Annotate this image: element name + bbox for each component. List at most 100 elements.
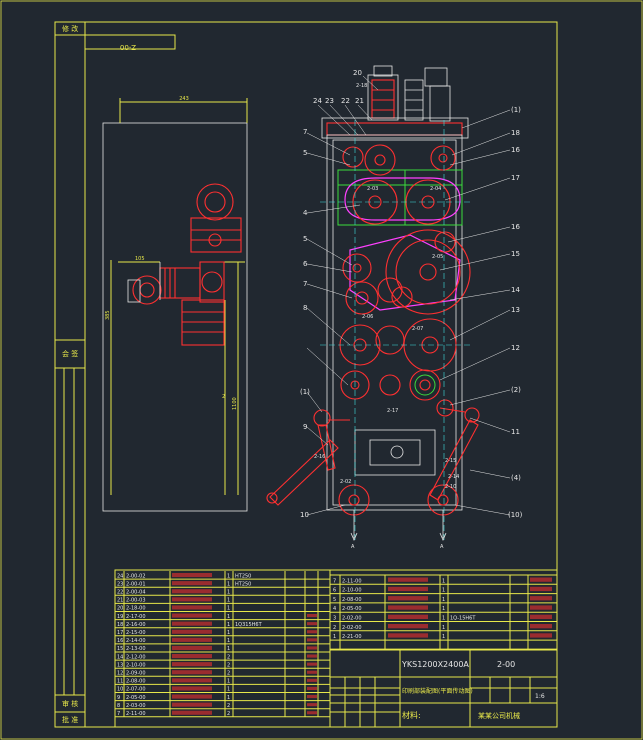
callout-r12: 12 bbox=[511, 344, 520, 352]
title-scale: 1:6 bbox=[535, 693, 545, 700]
bom-right-row-number: 1 bbox=[333, 634, 336, 640]
bom-right-row-material: 1Q-15H6T bbox=[450, 616, 476, 622]
callout-r14: 14 bbox=[511, 286, 520, 294]
bom-left-row-number: 8 bbox=[117, 703, 120, 709]
bom-left-row-material: HT250 bbox=[235, 573, 251, 579]
dim-top-width: 243 bbox=[179, 96, 189, 102]
side-label-review: 审 核 bbox=[62, 699, 78, 708]
bom-left-row-qty: 1 bbox=[227, 598, 230, 604]
bom-left-row-qty: 2 bbox=[227, 711, 230, 717]
part-2-16: 2-16 bbox=[314, 454, 325, 460]
callout-10: 10 bbox=[300, 511, 309, 519]
bom-left-row-material: 1Q315H6T bbox=[235, 622, 263, 628]
part-2-02: 2-02 bbox=[340, 479, 351, 485]
callout-22: 22 bbox=[341, 97, 350, 105]
bom-left-row-number: 21 bbox=[117, 598, 123, 604]
bom-left-row-code: 2-13-00 bbox=[126, 646, 146, 652]
bom-left-row-qty: 2 bbox=[227, 703, 230, 709]
bom-left-row-code: 2-12-00 bbox=[126, 654, 146, 660]
bom-left-row-number: 14 bbox=[117, 654, 123, 660]
bom-right-row-code: 2-10-00 bbox=[342, 588, 362, 594]
section-a-left: A bbox=[351, 544, 355, 550]
bom-left-row-code: 2-00-04 bbox=[126, 590, 146, 596]
callout-23: 23 bbox=[325, 97, 334, 105]
bom-left-row-code: 2-05-00 bbox=[126, 695, 146, 701]
bom-left-row-code: 2-10-00 bbox=[126, 662, 146, 668]
bom-left-row-qty: 1 bbox=[227, 581, 230, 587]
bom-left-row-qty: 2 bbox=[227, 671, 230, 677]
bom-left-row-code: 2-16-00 bbox=[126, 622, 146, 628]
bom-left-row-number: 23 bbox=[117, 581, 123, 587]
callout-6: 6 bbox=[303, 260, 308, 268]
bom-left-row-qty: 1 bbox=[227, 614, 230, 620]
bom-left-row-code: 2-08-00 bbox=[126, 679, 146, 685]
bom-left-row-number: 13 bbox=[117, 662, 123, 668]
part-2-14: 2-14 bbox=[448, 474, 459, 480]
bom-left-row-number: 19 bbox=[117, 614, 123, 620]
bom-left-row-number: 17 bbox=[117, 630, 123, 636]
bom-left-row-number: 7 bbox=[117, 711, 120, 717]
callout-r16b: 16 bbox=[511, 223, 520, 231]
bom-left-row-number: 18 bbox=[117, 622, 123, 628]
title-model: YKS1200X2400A bbox=[401, 660, 469, 669]
dim-left-offset: 105 bbox=[135, 256, 145, 262]
callout-20: 20 bbox=[353, 69, 362, 77]
bom-left-row-code: 2-17-00 bbox=[126, 614, 146, 620]
main-housing-outline bbox=[326, 134, 463, 511]
bom-left-row-code: 2-00-01 bbox=[126, 581, 146, 587]
bom-right-row-qty: 1 bbox=[442, 625, 445, 631]
callout-r1: (1) bbox=[511, 106, 521, 114]
callout-r4: (4) bbox=[511, 474, 521, 482]
bom-right-row-code: 2-11-00 bbox=[342, 578, 362, 584]
bom-left-row-qty: 1 bbox=[227, 622, 230, 628]
bom-right-row-qty: 1 bbox=[442, 597, 445, 603]
callout-r16a: 16 bbox=[511, 146, 520, 154]
part-2-07: 2-07 bbox=[412, 326, 423, 332]
bom-right-row-code: 2-02-00 bbox=[342, 616, 362, 622]
bom-left-row-qty: 1 bbox=[227, 573, 230, 579]
callout-5b: 5 bbox=[303, 235, 307, 243]
main-gear-train-view: 24 23 22 21 20 7 5 4 5 6 7 8 (1) 9 10 (1… bbox=[266, 65, 523, 550]
bom-right-row-code: 2-21-00 bbox=[342, 634, 362, 640]
bom-left-row-code: 2-15-00 bbox=[126, 630, 146, 636]
callout-r17: 17 bbox=[511, 174, 520, 182]
bom-left-row-qty: 1 bbox=[227, 638, 230, 644]
bom-left-row-number: 16 bbox=[117, 638, 123, 644]
title-name: 印刷部装配图(平面传动图) bbox=[402, 687, 473, 695]
bom-left-row-code: 2-00-03 bbox=[126, 598, 146, 604]
callout-r18: 18 bbox=[511, 129, 520, 137]
callout-r11: 11 bbox=[511, 428, 520, 436]
callout-7a: 7 bbox=[303, 128, 307, 136]
section-a-right: A bbox=[440, 544, 444, 550]
bom-left-row-qty: 1 bbox=[227, 590, 230, 596]
dim-vertical-3: 2 bbox=[222, 394, 225, 400]
bom-left-row-number: 15 bbox=[117, 646, 123, 652]
bom-right-row-number: 4 bbox=[333, 606, 336, 612]
bom-right-row-qty: 1 bbox=[442, 578, 445, 584]
title-material-label: 材料: bbox=[402, 710, 421, 720]
callout-1l: (1) bbox=[300, 388, 310, 396]
bom-left-row-number: 11 bbox=[117, 679, 123, 685]
bom-right-row-number: 7 bbox=[333, 578, 336, 584]
part-2-06: 2-06 bbox=[362, 314, 373, 320]
bom-right-row-qty: 1 bbox=[442, 616, 445, 622]
bom-left-row-number: 10 bbox=[117, 687, 123, 693]
bom-left-row-code: 2-11-00 bbox=[126, 711, 146, 717]
part-2-10: 2-10 bbox=[445, 484, 456, 490]
bom-right-row-number: 3 bbox=[333, 616, 336, 622]
title-drawing-number: 2-00 bbox=[497, 660, 515, 669]
callout-7b: 7 bbox=[303, 280, 307, 288]
left-side-view: 243 105 385 1100 2 bbox=[102, 96, 248, 512]
side-label-revise: 修 改 bbox=[62, 24, 78, 33]
bom-left-row-material: HT250 bbox=[235, 581, 251, 587]
title-company: 某某公司机械 bbox=[478, 711, 520, 720]
bom-right-row-qty: 1 bbox=[442, 606, 445, 612]
rotated-drawing-number: Z-00 bbox=[120, 43, 136, 51]
bom-left-row-code: 2-03-00 bbox=[126, 703, 146, 709]
bom-right-row-number: 2 bbox=[333, 625, 336, 631]
bom-left-row-code: 2-18-00 bbox=[126, 606, 146, 612]
part-2-03: 2-03 bbox=[367, 186, 378, 192]
